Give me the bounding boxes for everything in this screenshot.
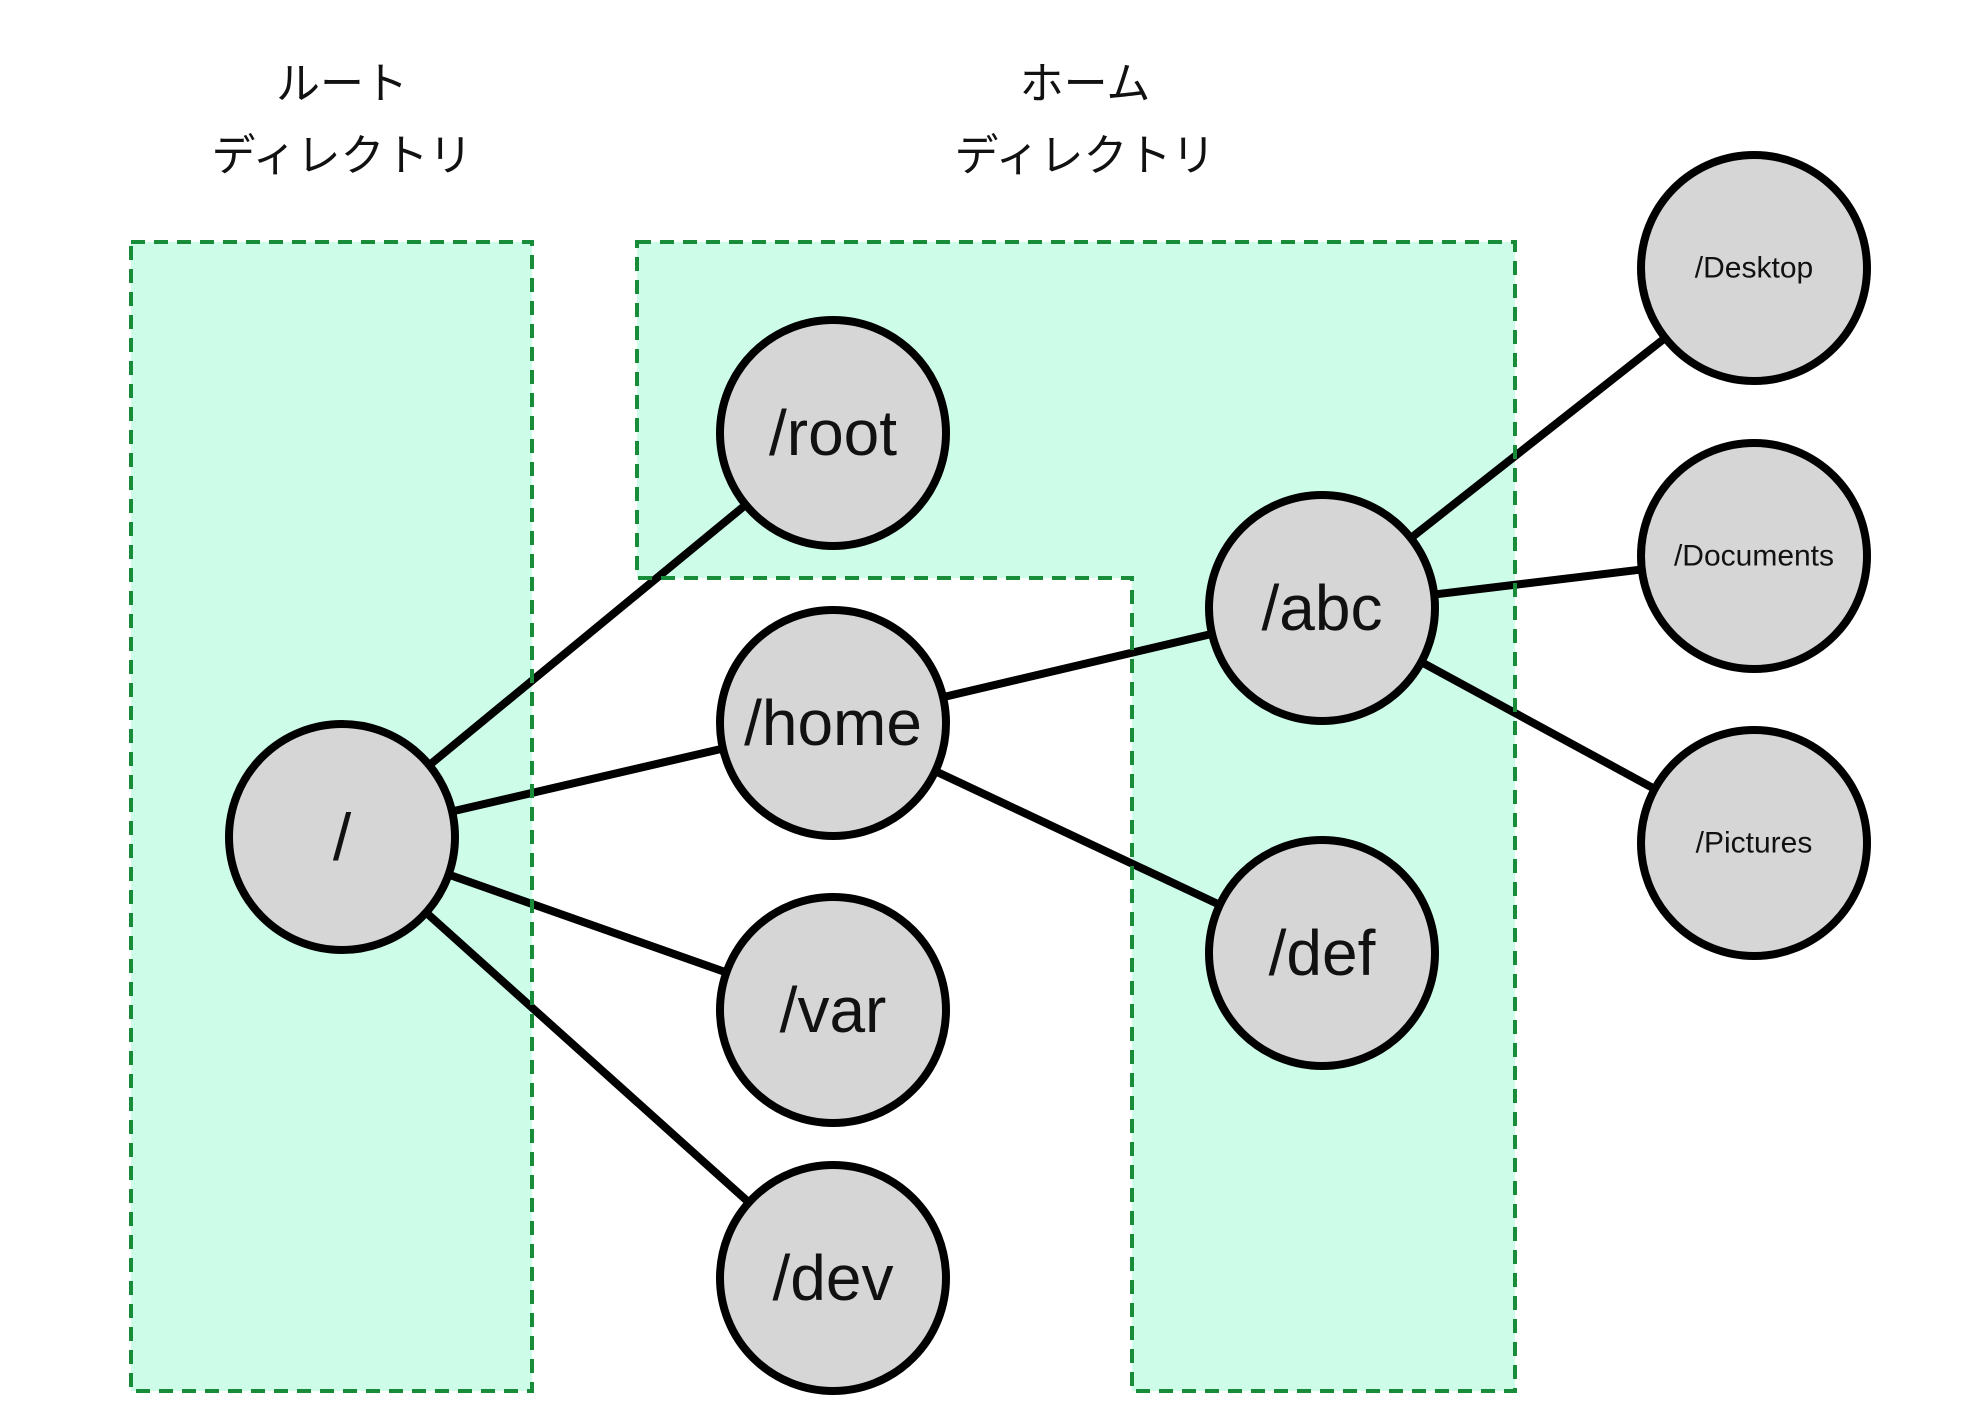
node-var-label: /var xyxy=(780,974,887,1046)
node-root-home-circle xyxy=(716,316,950,550)
node-abc-label: /abc xyxy=(1262,572,1383,644)
node-pictures: /Pictures xyxy=(1637,726,1871,960)
root-directory-region-border xyxy=(129,240,534,1393)
node-root-dir-label: / xyxy=(333,800,352,874)
node-layer: / /root /home /var /dev /abc /def /Desk xyxy=(225,151,1871,1395)
region-titles: ルート ディレクトリ ホーム ディレクトリ xyxy=(212,59,1216,182)
home-region-title-line2: ディレクトリ xyxy=(955,131,1216,182)
home-directory-region-border xyxy=(635,240,1517,1393)
node-home-label: /home xyxy=(744,687,922,759)
node-def-label: /def xyxy=(1269,917,1376,989)
node-root-dir-circle xyxy=(225,720,459,954)
node-def-circle xyxy=(1205,836,1439,1070)
node-dev-circle xyxy=(716,1161,950,1395)
node-pictures-circle xyxy=(1637,726,1871,960)
node-root-home-label: /root xyxy=(769,397,897,469)
node-var-circle xyxy=(716,893,950,1127)
node-desktop-circle xyxy=(1637,151,1871,385)
node-home-circle xyxy=(716,606,950,840)
node-dev: /dev xyxy=(716,1161,950,1395)
node-documents-label: /Documents xyxy=(1674,540,1834,573)
node-var: /var xyxy=(716,893,950,1127)
node-pictures-label: /Pictures xyxy=(1696,827,1813,860)
root-region-title-line2: ディレクトリ xyxy=(212,131,473,182)
node-def: /def xyxy=(1205,836,1439,1070)
node-documents-circle xyxy=(1637,439,1871,673)
node-root-home: /root xyxy=(716,316,950,550)
node-root-dir: / xyxy=(225,720,459,954)
node-desktop-label: /Desktop xyxy=(1695,252,1813,285)
node-desktop: /Desktop xyxy=(1637,151,1871,385)
node-abc-circle xyxy=(1205,491,1439,725)
node-documents: /Documents xyxy=(1637,439,1871,673)
region-border-layer xyxy=(129,240,1517,1393)
home-region-title-line1: ホーム xyxy=(1020,59,1151,110)
node-abc: /abc xyxy=(1205,491,1439,725)
node-dev-label: /dev xyxy=(773,1242,894,1314)
root-region-title-line1: ルート xyxy=(276,59,408,110)
node-home: /home xyxy=(716,606,950,840)
